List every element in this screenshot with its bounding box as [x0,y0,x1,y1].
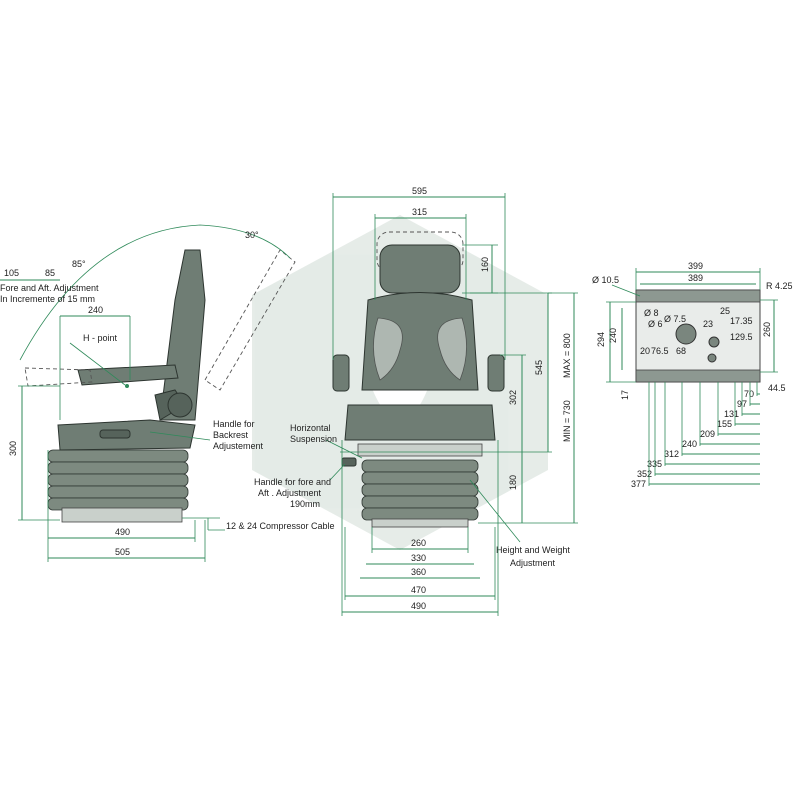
dim-min: MIN = 730 [562,400,572,442]
inner-68: 68 [676,346,686,356]
stair-dim-label: 377 [631,479,646,489]
dim-315: 315 [412,207,427,217]
handle-backrest-1: Handle for [213,419,255,429]
h-point-label: H - point [83,333,118,343]
front-left-armrest [332,354,350,392]
horizontal-label-2: Suspension [290,434,337,444]
stair-dim-label: 70 [744,389,754,399]
dim-105: 105 [4,268,19,278]
dim-160: 160 [480,257,490,272]
dim-17: 17 [620,390,630,400]
angle-85-label: 85° [72,259,86,269]
front-seat-cushion [344,404,496,441]
front-headrest [379,244,461,294]
dim-294: 294 [596,332,606,347]
side-bellows [47,449,189,523]
base-center-hole [675,323,697,345]
inner-1295: 129.5 [730,332,753,342]
inner-765: 76.5 [651,346,669,356]
inner-25: 25 [720,306,730,316]
dim-490-side: 490 [115,527,130,537]
dim-85: 85 [45,268,55,278]
dim-399: 399 [688,261,703,271]
dim-545: 545 [534,360,544,375]
inner-d8: Ø 8 [644,308,659,318]
dim-470: 470 [411,585,426,595]
fore-aft-handle-3: 190mm [290,499,320,509]
dim-330: 330 [411,553,426,563]
dim-260-front: 260 [411,538,426,548]
stair-dim-label: 352 [637,469,652,479]
height-weight-1: Height and Weight [496,545,570,555]
dim-595: 595 [412,186,427,196]
base-plate-view: 399 389 Ø 10.5 R 4.25 294 240 17 260 44.… [592,261,793,489]
angle-30-label: 30° [245,230,259,240]
dim-d105: Ø 10.5 [592,275,619,285]
dim-240-base: 240 [608,328,618,343]
stair-dim-label: 209 [700,429,715,439]
horizontal-label-1: Horizontal [290,423,331,433]
dim-180: 180 [508,475,518,490]
handle-backrest-3: Adjustement [213,441,264,451]
inner-1735: 17.35 [730,316,753,326]
front-right-armrest [487,354,505,392]
compressor-cable-label: 12 & 24 Compressor Cable [226,521,335,531]
inner-d75: Ø 7.5 [664,314,686,324]
fore-aft-handle-2: Aft . Adjustment [258,488,322,498]
side-armrest [77,364,179,386]
fore-aft-handle-1: Handle for fore and [254,477,331,487]
front-bellows [361,459,479,528]
dim-240-side: 240 [88,305,103,315]
side-handle [99,429,131,439]
dim-360: 360 [411,567,426,577]
front-view: 595 315 160 545 302 180 MIN = 730 MAX = … [254,186,578,616]
dim-490-front: 490 [411,601,426,611]
dim-389: 389 [688,273,703,283]
recline-mechanism-icon [167,392,193,418]
inner-20: 20 [640,346,650,356]
inner-23: 23 [703,319,713,329]
stair-dim-label: 312 [664,449,679,459]
dim-300: 300 [8,441,18,456]
dim-max: MAX = 800 [562,333,572,378]
dim-260-base: 260 [762,322,772,337]
stair-dim-label: 155 [717,419,732,429]
dim-r425: R 4.25 [766,281,793,291]
stair-dim-label: 131 [724,409,739,419]
fore-aft-label-1: Fore and Aft. Adjustment [0,283,99,293]
stair-dim-label: 335 [647,459,662,469]
dim-505-side: 505 [115,547,130,557]
side-view: 85° 30° 105 85 Fore and Aft. Adjustment … [0,224,335,562]
dim-302: 302 [508,390,518,405]
handle-backrest-2: Backrest [213,430,249,440]
stair-dim-label: 240 [682,439,697,449]
inner-d6: Ø 6 [648,319,663,329]
dim-445: 44.5 [768,383,786,393]
fore-aft-label-2: In Incremente of 15 mm [0,294,95,304]
height-weight-2: Adjustment [510,558,556,568]
h-point-marker [125,384,129,388]
